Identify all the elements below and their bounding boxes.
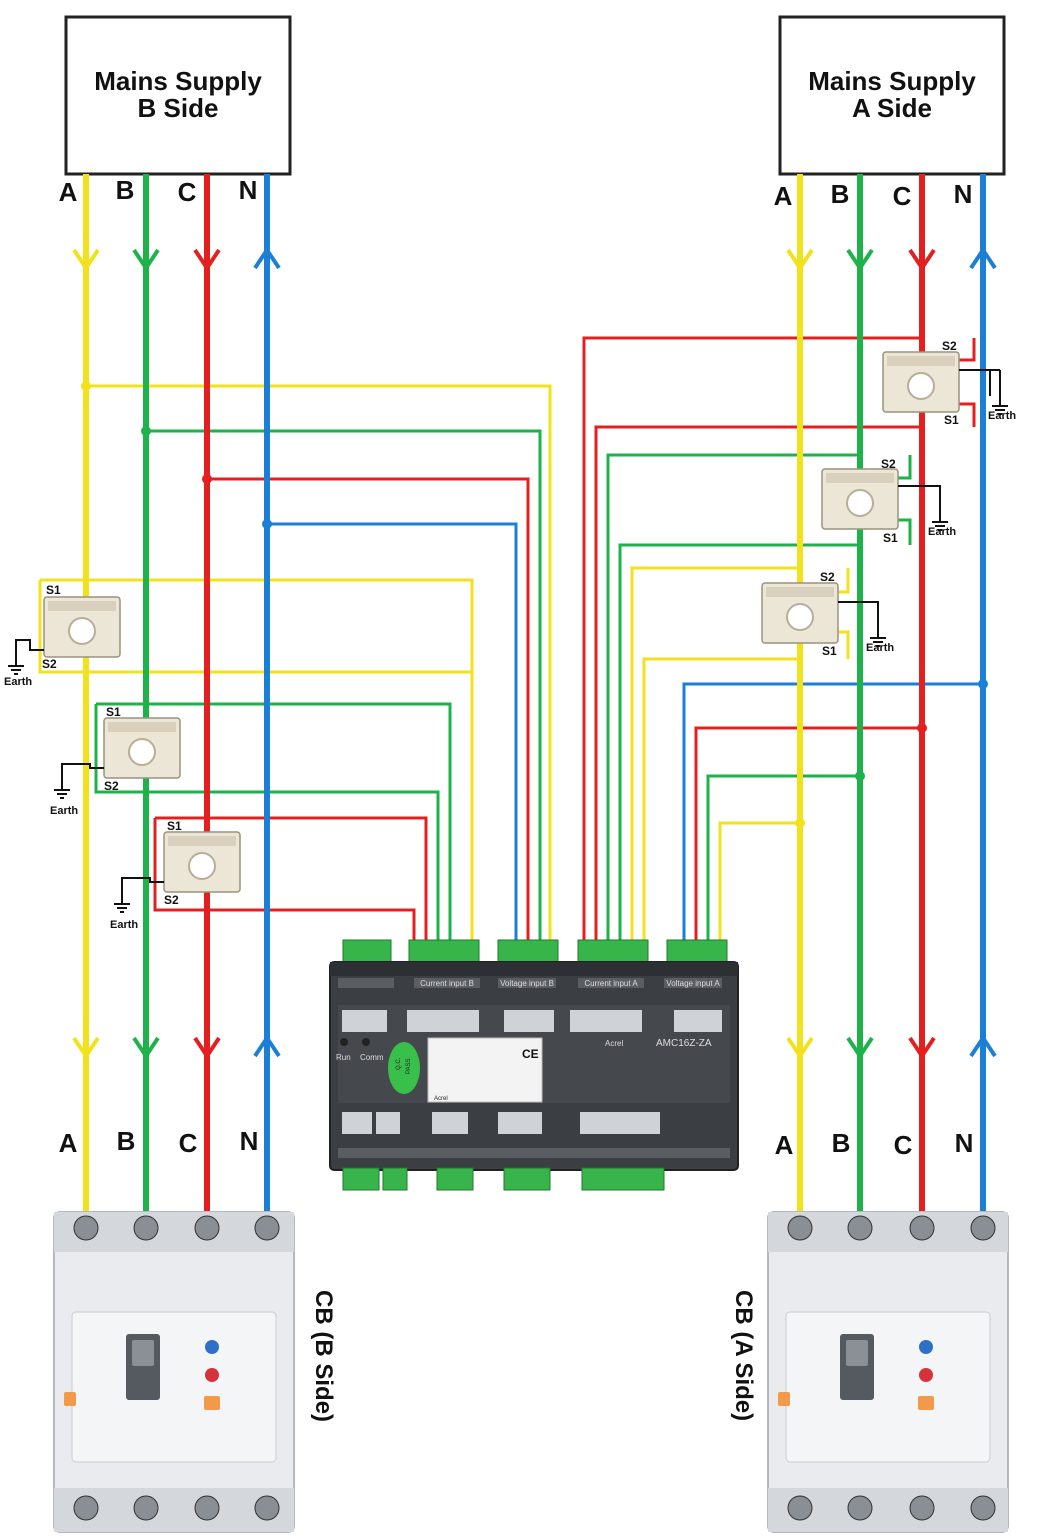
svg-text:A: A [775,1130,794,1160]
b-side-tap-wires [38,384,552,940]
supply-a-title-line2: A Side [852,93,932,123]
phase-labels-bottom-b: A B C N [59,1126,259,1158]
svg-text:C: C [894,1130,913,1160]
svg-text:AMC16Z-ZA: AMC16Z-ZA [656,1038,712,1049]
svg-text:S1: S1 [167,819,182,833]
mains-supply-a-box: Mains Supply A Side [778,15,1006,176]
b-side-busbars [83,174,270,1215]
svg-text:A: A [774,181,793,211]
ct-b-phase-b: S1 S2 Earth [50,705,181,817]
supply-b-title-line1: Mains Supply [94,66,262,96]
svg-text:C: C [179,1128,198,1158]
svg-text:N: N [955,1128,974,1158]
ct-a-phase-c: S2 S1 Earth [882,339,1016,427]
svg-text:Run: Run [336,1053,351,1062]
svg-text:Acrel: Acrel [434,1096,448,1102]
phase-labels-top-a: A B C N [774,179,973,211]
mains-supply-b-box: Mains Supply B Side [64,15,292,176]
supply-a-title-line1: Mains Supply [808,66,976,96]
supply-b-title-line2: B Side [138,93,219,123]
svg-text:CE: CE [522,1047,539,1061]
phase-labels-bottom-a: A B C N [775,1128,974,1160]
svg-text:Comm: Comm [360,1053,384,1062]
ct-b-phase-a: S1 S2 Earth [4,583,121,688]
svg-text:N: N [239,175,258,205]
flow-arrows [72,248,997,1058]
svg-text:B: B [831,179,850,209]
svg-text:Acrel: Acrel [605,1039,623,1048]
svg-text:B: B [117,1126,136,1156]
a-side-busbars [797,174,986,1215]
amc16z-meter: Current input B Voltage input B Current … [329,939,739,1191]
svg-text:S1: S1 [106,705,121,719]
circuit-breaker-a [767,1211,1009,1533]
svg-text:Voltage input A: Voltage input A [666,979,720,988]
svg-text:Earth: Earth [4,676,32,688]
svg-text:Earth: Earth [928,526,956,538]
svg-text:Earth: Earth [110,919,138,931]
svg-text:S2: S2 [164,893,179,907]
svg-text:C: C [178,177,197,207]
svg-text:Current input B: Current input B [420,979,474,988]
svg-text:Earth: Earth [988,410,1016,422]
bottom-terminal-blocks [342,1167,665,1191]
svg-text:Earth: Earth [866,642,894,654]
svg-text:S2: S2 [42,657,57,671]
svg-text:S1: S1 [883,531,898,545]
a-side-tap-wires [582,336,983,940]
svg-text:N: N [240,1126,259,1156]
svg-text:S1: S1 [822,644,837,658]
svg-text:Q.C.: Q.C. [396,1057,402,1070]
phase-labels-top-b: A B C N [59,175,258,207]
top-terminal-blocks [342,939,728,963]
circuit-breaker-b [53,1211,295,1533]
svg-text:S2: S2 [820,570,835,584]
svg-text:S2: S2 [942,339,957,353]
svg-text:Earth: Earth [50,805,78,817]
ct-b-phase-c: S1 S2 Earth [110,819,241,931]
ct-a-phase-b: S2 S1 Earth [821,457,956,545]
svg-text:S2: S2 [881,457,896,471]
svg-text:S1: S1 [46,583,61,597]
svg-text:B: B [116,175,135,205]
svg-text:Current input A: Current input A [584,979,638,988]
svg-text:Voltage input B: Voltage input B [500,979,554,988]
breaker-b-label: CB (B Side) [310,1290,337,1422]
junction-dots [81,381,988,828]
svg-text:S2: S2 [104,779,119,793]
svg-text:A: A [59,1128,78,1158]
svg-text:S1: S1 [944,413,959,427]
svg-text:N: N [954,179,973,209]
ct-a-phase-a: S2 S1 Earth [761,570,894,658]
svg-text:A: A [59,177,78,207]
svg-text:PASS: PASS [406,1058,412,1074]
svg-text:B: B [832,1128,851,1158]
svg-text:C: C [893,181,912,211]
breaker-a-label: CB (A Side) [730,1290,757,1421]
